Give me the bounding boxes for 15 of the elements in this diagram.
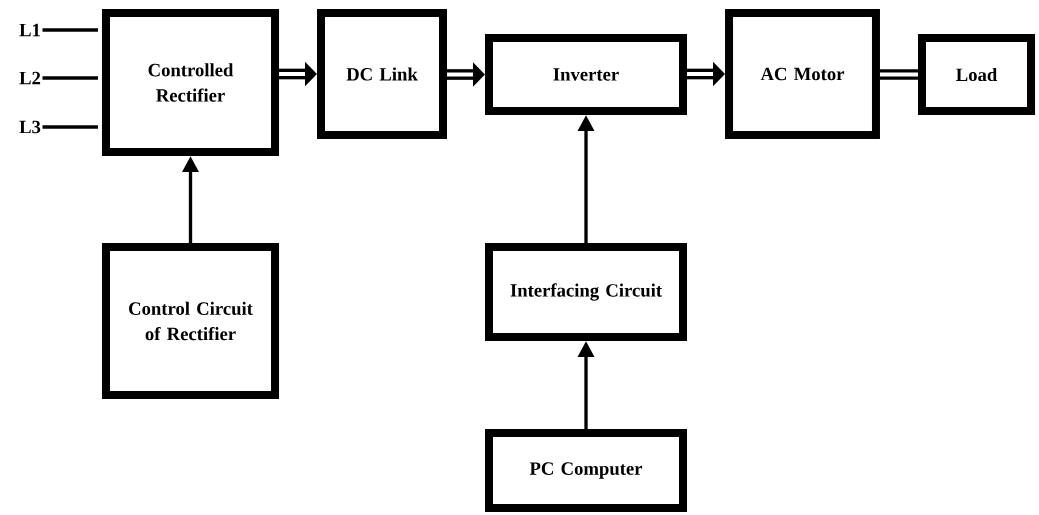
line	[42, 28, 98, 32]
hollow-connector	[880, 69, 918, 80]
phase-label: L2	[19, 71, 41, 85]
line	[42, 125, 98, 129]
block-box: Control Circuit of Rectifier	[101, 243, 280, 399]
block-box: Inverter	[485, 33, 687, 116]
block-box: Load	[918, 33, 1036, 116]
block-box: Interfacing Circuit	[485, 243, 687, 341]
line	[42, 76, 98, 80]
block-box: DC Link	[317, 9, 447, 139]
block-box: PC Computer	[485, 429, 687, 512]
block-box: Controlled Rectifier	[101, 9, 280, 156]
block-box: AC Motor	[725, 9, 880, 139]
phase-label: L3	[19, 120, 41, 134]
phase-label: L1	[19, 23, 40, 37]
